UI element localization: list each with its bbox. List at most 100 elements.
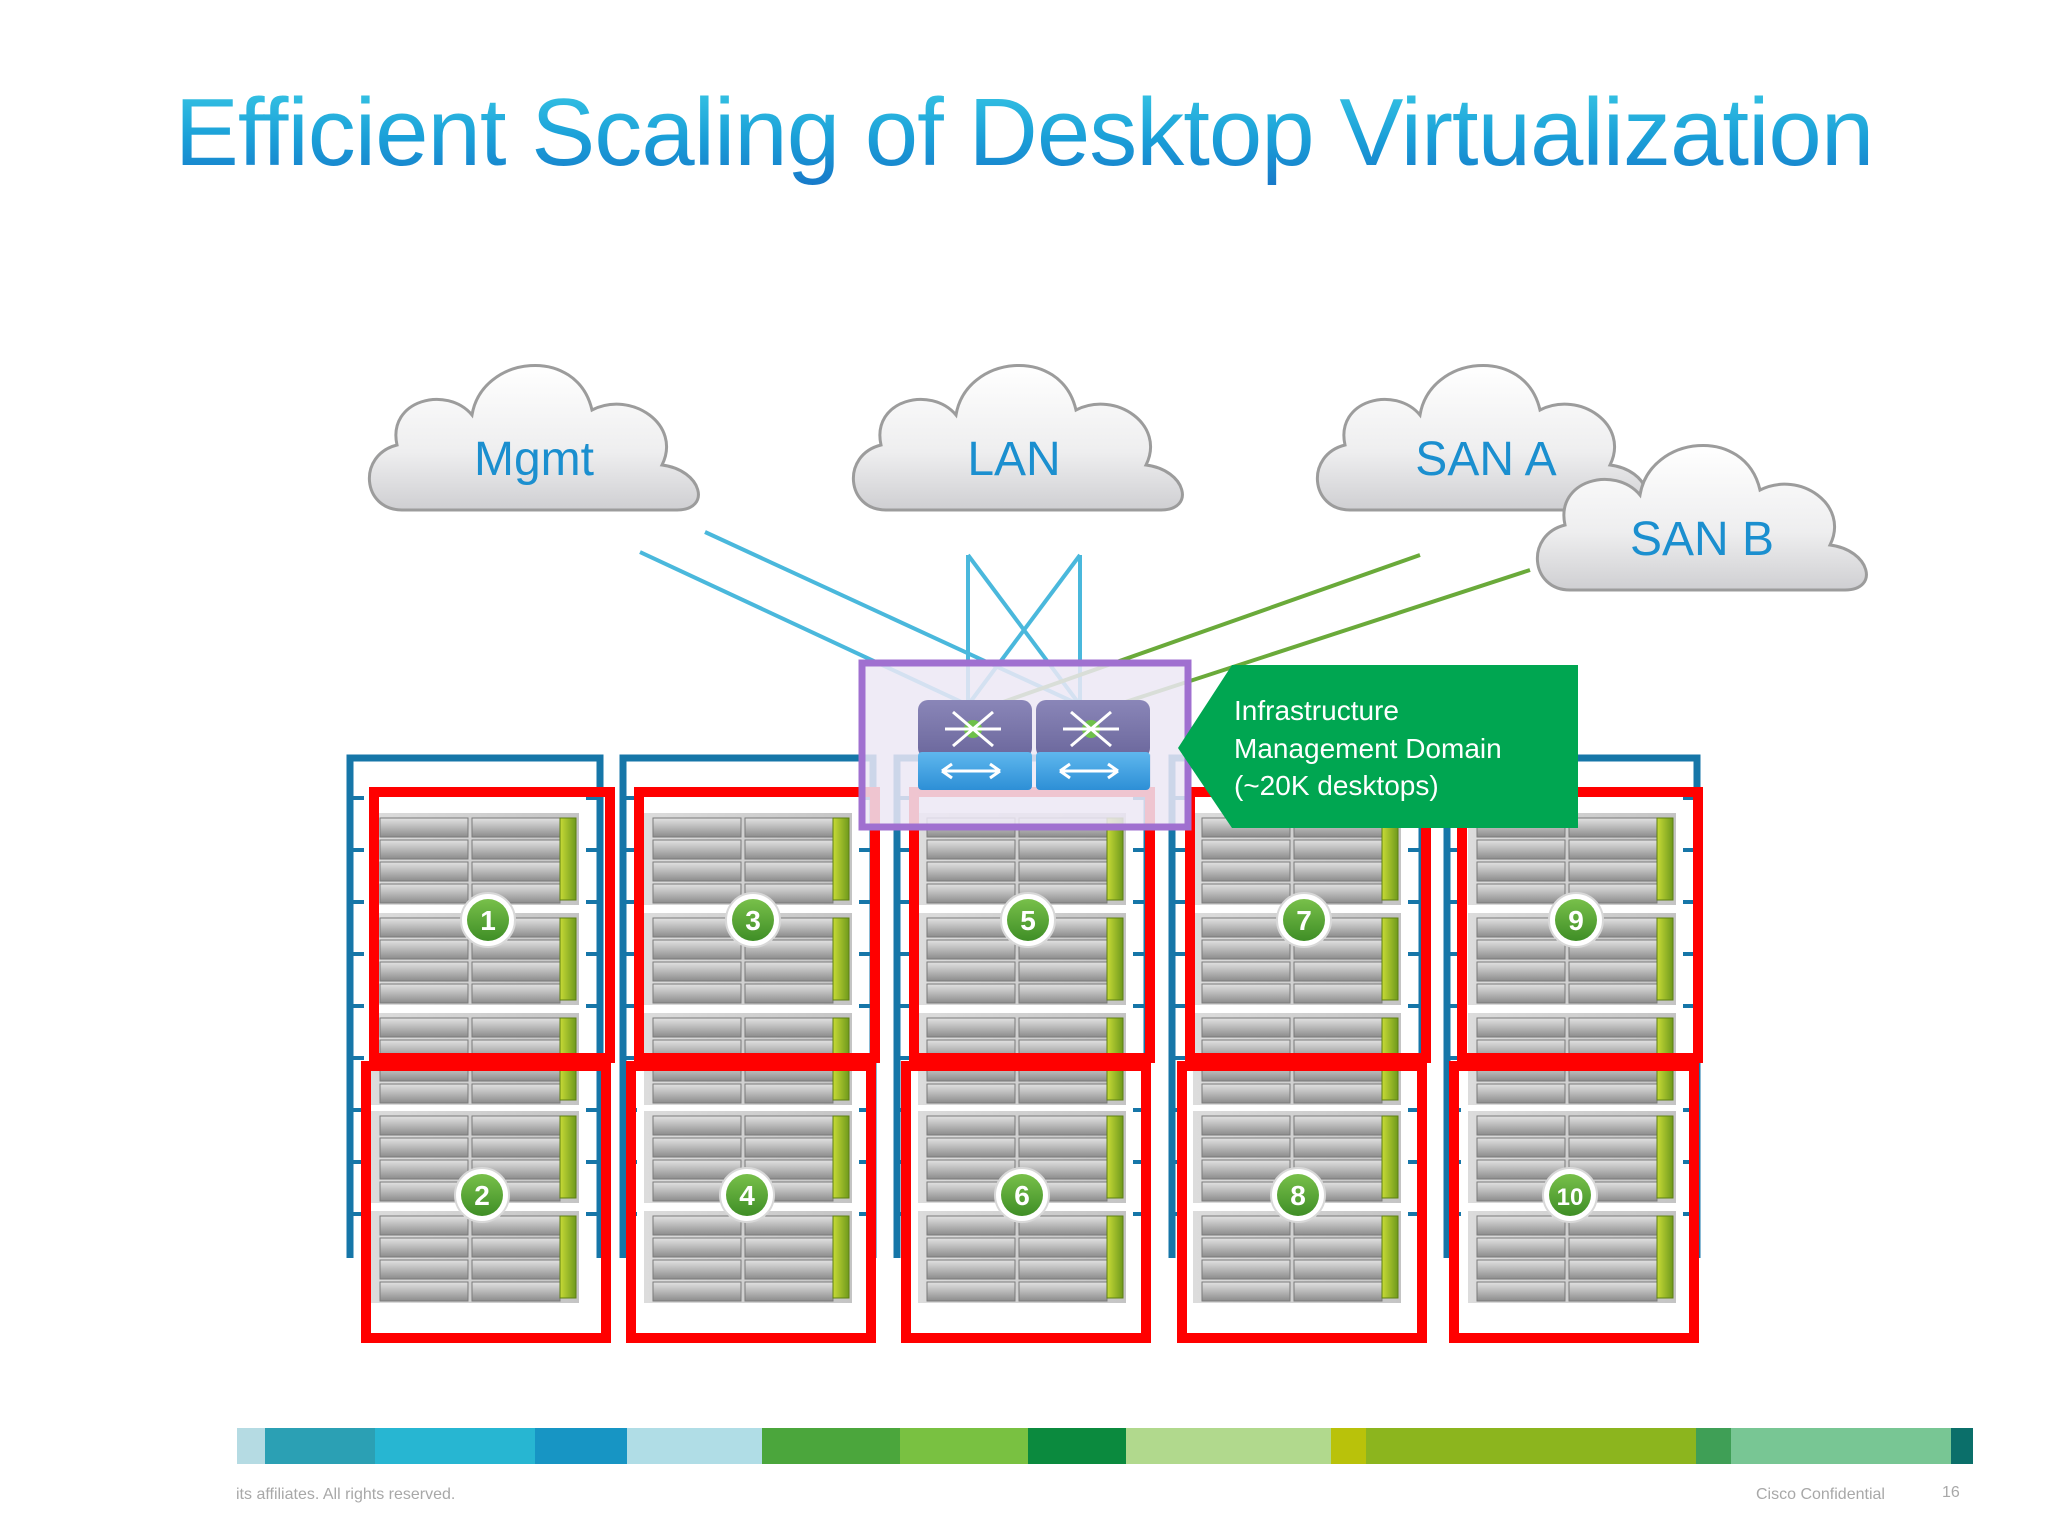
fabric-arrows-icon — [941, 710, 1001, 780]
blade-server — [1018, 1115, 1108, 1136]
blade-server — [926, 839, 1016, 860]
blade-server — [379, 939, 469, 960]
cloud-label: SAN B — [1630, 513, 1774, 566]
blade-server — [1476, 1259, 1566, 1280]
blade-server — [1568, 961, 1658, 982]
callout-line-3: (~20K desktops) — [1234, 770, 1439, 801]
blade-server — [1201, 883, 1291, 904]
server-rack — [893, 754, 1151, 1305]
pod-number: 3 — [745, 905, 761, 936]
pod-1: 1 — [369, 787, 615, 1063]
blade-server — [744, 1281, 834, 1302]
blade-server — [1201, 839, 1291, 860]
power-supply — [1106, 1215, 1124, 1299]
cloud-lan: LAN — [851, 363, 1184, 512]
blade-server — [1201, 1281, 1291, 1302]
pod-badge — [1283, 899, 1325, 941]
power-supply — [832, 1215, 850, 1299]
blade-server — [379, 1237, 469, 1258]
blade-server — [1293, 1083, 1383, 1104]
power-supply — [832, 817, 850, 901]
blade-server — [1018, 1281, 1108, 1302]
blade-server — [1201, 1137, 1291, 1158]
cloud-san-a: SAN A — [1315, 363, 1648, 512]
pod-badge — [726, 1174, 768, 1216]
blade-server — [471, 1281, 561, 1302]
blade-server — [1018, 983, 1108, 1004]
blade-chassis — [1466, 811, 1678, 907]
power-supply — [1381, 917, 1399, 1001]
blade-server — [1293, 839, 1383, 860]
power-supply — [559, 917, 577, 1001]
blade-server — [652, 839, 742, 860]
blade-server — [1018, 1237, 1108, 1258]
blade-server — [1568, 839, 1658, 860]
blade-server — [1201, 961, 1291, 982]
blade-server — [1201, 1017, 1291, 1038]
footer-page-number: 16 — [1942, 1484, 1960, 1501]
pod-outline — [626, 1061, 876, 1343]
callout-line-1: Infrastructure — [1234, 695, 1399, 726]
blade-server — [1293, 861, 1383, 882]
blade-server — [379, 817, 469, 838]
blade-server — [1201, 1115, 1291, 1136]
pod-badge — [467, 899, 509, 941]
blade-server — [652, 1083, 742, 1104]
power-supply — [1381, 1115, 1399, 1199]
blade-server — [471, 839, 561, 860]
callout-line-2: Management Domain — [1234, 733, 1502, 764]
pod-3: 3 — [634, 787, 880, 1063]
pod-9: 9 — [1457, 787, 1703, 1063]
blade-server — [471, 817, 561, 838]
power-supply — [1381, 817, 1399, 901]
blade-server — [1568, 1237, 1658, 1258]
blade-server — [379, 1137, 469, 1158]
blade-server — [1293, 1137, 1383, 1158]
blade-server — [926, 1017, 1016, 1038]
blade-server — [379, 983, 469, 1004]
blade-server — [926, 983, 1016, 1004]
power-supply — [1656, 817, 1674, 901]
power-supply — [1381, 1215, 1399, 1299]
blade-server — [926, 861, 1016, 882]
cloud-label: SAN A — [1415, 433, 1556, 486]
blade-server — [471, 1237, 561, 1258]
footer-copyright: its affiliates. All rights reserved. — [236, 1486, 456, 1503]
blade-server — [744, 1083, 834, 1104]
blade-server — [1476, 883, 1566, 904]
blade-server — [926, 1237, 1016, 1258]
blade-chassis — [1191, 811, 1403, 907]
power-supply — [559, 1215, 577, 1299]
blade-server — [379, 1259, 469, 1280]
fabric-interconnect-b — [1036, 700, 1150, 790]
blade-server — [379, 1281, 469, 1302]
callout-arrow-shape — [1178, 665, 1578, 828]
blade-chassis — [369, 1109, 581, 1205]
blade-server — [1201, 861, 1291, 882]
pod-outline — [634, 787, 880, 1063]
blade-server — [926, 1115, 1016, 1136]
blade-server — [926, 1083, 1016, 1104]
blade-server — [1476, 983, 1566, 1004]
pod-badge — [1555, 899, 1597, 941]
power-supply — [1656, 1215, 1674, 1299]
blade-server — [471, 1083, 561, 1104]
pod-4: 4 — [626, 1061, 876, 1343]
power-supply — [559, 1115, 577, 1199]
blade-server — [1293, 1237, 1383, 1258]
blade-server — [926, 1281, 1016, 1302]
blade-server — [379, 1083, 469, 1104]
blade-server — [652, 817, 742, 838]
pod-badge — [732, 899, 774, 941]
blade-server — [652, 861, 742, 882]
cloud-san-b: SAN B — [1535, 443, 1868, 592]
power-supply — [1656, 1115, 1674, 1199]
pod-8: 8 — [1177, 1061, 1427, 1343]
blade-server — [926, 883, 1016, 904]
blade-server — [471, 1259, 561, 1280]
blade-server — [744, 1259, 834, 1280]
blade-server — [744, 1237, 834, 1258]
blade-server — [1568, 1115, 1658, 1136]
blade-server — [1476, 1083, 1566, 1104]
